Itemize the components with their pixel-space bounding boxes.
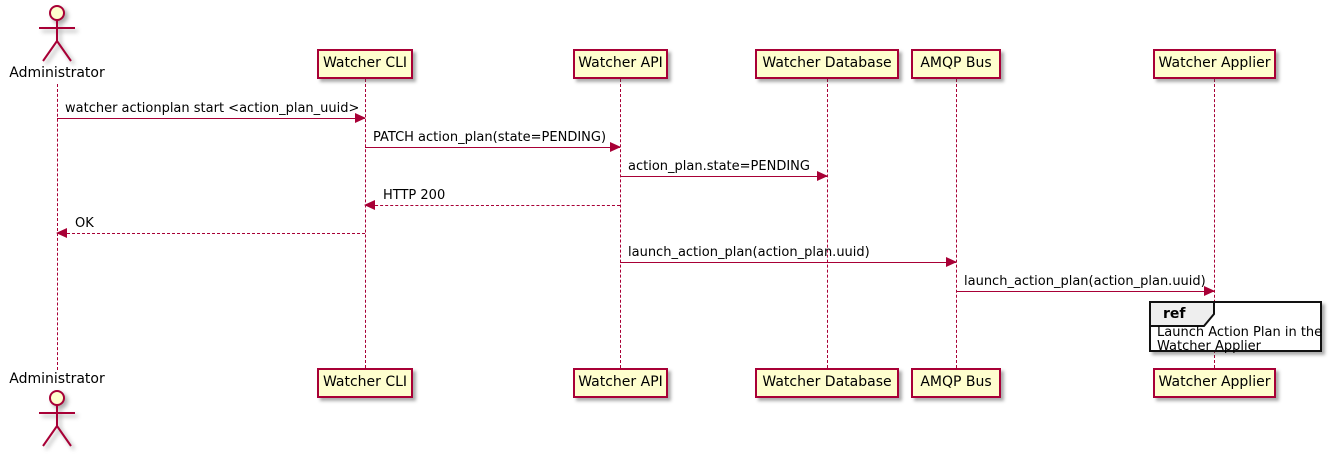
participant-watcher-api-bottom: Watcher API	[573, 368, 668, 398]
message-label: action_plan.state=PENDING	[628, 159, 810, 174]
participant-watcher-cli-bottom: Watcher CLI	[317, 368, 413, 398]
message-state-pending: action_plan.state=PENDING	[620, 159, 828, 181]
message-label: OK	[75, 216, 94, 231]
participant-watcher-applier-top: Watcher Applier	[1153, 49, 1276, 79]
arrowhead-icon	[1204, 286, 1215, 296]
ref-keyword: ref	[1163, 306, 1186, 322]
actor-label: Administrator	[9, 65, 105, 81]
message-label: HTTP 200	[383, 188, 446, 203]
ref-tab-icon	[1149, 301, 1215, 327]
message-http-200: HTTP 200	[364, 188, 620, 210]
arrowhead-icon	[355, 113, 366, 123]
message-line	[365, 147, 620, 148]
message-line	[365, 205, 620, 206]
ref-text-line1: Launch Action Plan in the	[1157, 325, 1323, 340]
participant-watcher-applier-bottom: Watcher Applier	[1153, 368, 1276, 398]
participant-amqp-bus-bottom: AMQP Bus	[911, 368, 1001, 398]
arrowhead-icon	[56, 228, 67, 238]
lifeline-amqp-bus	[956, 79, 957, 368]
message-line	[956, 291, 1214, 292]
participant-watcher-database-bottom: Watcher Database	[755, 368, 899, 398]
lifeline-watcher-cli	[365, 79, 366, 368]
participant-watcher-database-top: Watcher Database	[755, 49, 899, 79]
message-launch-action-plan-applier: launch_action_plan(action_plan.uuid)	[956, 274, 1215, 296]
message-label: watcher actionplan start <action_plan_uu…	[65, 101, 360, 116]
message-line	[620, 262, 956, 263]
arrowhead-icon	[364, 200, 375, 210]
message-line	[57, 233, 365, 234]
arrowhead-icon	[610, 142, 621, 152]
participant-watcher-api-top: Watcher API	[573, 49, 668, 79]
arrowhead-icon	[817, 171, 828, 181]
message-label: launch_action_plan(action_plan.uuid)	[628, 245, 870, 260]
message-label: launch_action_plan(action_plan.uuid)	[964, 274, 1206, 289]
lifeline-watcher-api	[620, 79, 621, 368]
message-line	[57, 118, 365, 119]
message-patch-action-plan: PATCH action_plan(state=PENDING)	[365, 130, 621, 152]
actor-icon	[39, 5, 75, 62]
actor-icon-bottom	[39, 390, 75, 447]
message-label: PATCH action_plan(state=PENDING)	[373, 130, 607, 145]
message-launch-action-plan-bus: launch_action_plan(action_plan.uuid)	[620, 245, 957, 267]
message-actionplan-start: watcher actionplan start <action_plan_uu…	[57, 101, 366, 123]
message-line	[620, 176, 827, 177]
participant-amqp-bus-top: AMQP Bus	[911, 49, 1001, 79]
participant-watcher-cli-top: Watcher CLI	[317, 49, 413, 79]
ref-text-line2: Watcher Applier	[1157, 339, 1261, 354]
lifeline-administrator	[57, 84, 58, 370]
lifeline-watcher-applier	[1214, 79, 1215, 368]
lifeline-watcher-database	[827, 79, 828, 368]
arrowhead-icon	[946, 257, 957, 267]
actor-label-bottom: Administrator	[9, 371, 105, 387]
ref-fragment: ref Launch Action Plan in the Watcher Ap…	[1149, 301, 1323, 354]
message-ok: OK	[56, 216, 365, 238]
